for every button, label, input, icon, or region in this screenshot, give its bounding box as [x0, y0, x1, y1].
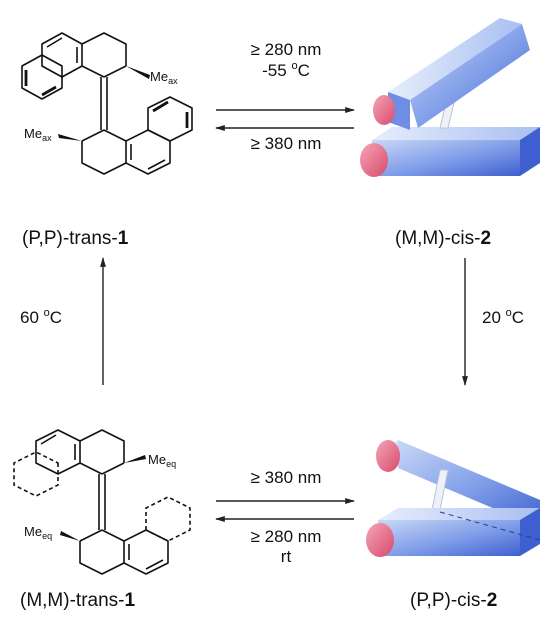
compound-label-top-right: (M,M)-cis-2 [395, 228, 492, 249]
condition-top-reverse: ≥ 380 nm [250, 134, 322, 153]
upper-benzene-ring [35, 429, 81, 475]
condition-bottom-reverse-line2: rt [280, 547, 292, 566]
substituent-bottom-lower: Meeq [24, 524, 53, 541]
dashed-ring-upper [13, 451, 59, 497]
wedge-bond [58, 134, 82, 141]
dashed-ring-lower [145, 496, 191, 542]
lower-benzene-ring [123, 529, 169, 575]
lower-aromatic-ring-1 [125, 129, 171, 175]
condition-right: 20 oC [482, 307, 525, 327]
condition-bottom-reverse: ≥ 280 nm rt [216, 527, 356, 567]
aromatic-double-bond [46, 37, 63, 48]
condition-bottom-forward: ≥ 380 nm [250, 468, 322, 487]
wedge-bond [60, 531, 80, 541]
substituent-top-lower: Meax [24, 126, 52, 143]
substituent-top-upper: Meax [150, 69, 178, 86]
lower-aromatic-ring-2 [147, 96, 193, 142]
substituent-bottom-upper: Meeq [148, 452, 177, 469]
molecule-top-left [21, 32, 193, 175]
aromatic-double-bond [41, 85, 57, 97]
condition-bottom-reverse-line1: ≥ 280 nm [250, 527, 322, 546]
compound-label-top-left: (P,P)-trans-1 [22, 228, 129, 249]
cartoon-bottom-right [366, 440, 541, 557]
arrows [100, 107, 468, 522]
condition-top-forward-line2: -55 oC [262, 60, 310, 80]
wedge-bond [126, 66, 150, 79]
condition-top-forward: ≥ 280 nm -55 oC [216, 40, 356, 81]
condition-left: 60 oC [20, 307, 63, 327]
molecule-bottom-left [13, 429, 191, 575]
upper-ring-bond [103, 65, 127, 78]
upper-cyclohexene [81, 32, 127, 66]
upper-aromatic-ring-2 [21, 54, 63, 100]
wedge-bond [124, 455, 146, 463]
compound-label-bottom-right: (P,P)-cis-2 [410, 590, 498, 611]
compound-label-bottom-left: (M,M)-trans-1 [20, 590, 136, 611]
cartoon-top-right [360, 18, 540, 177]
upper-ring-bond [81, 65, 105, 78]
condition-top-forward-line1: ≥ 280 nm [250, 40, 322, 59]
